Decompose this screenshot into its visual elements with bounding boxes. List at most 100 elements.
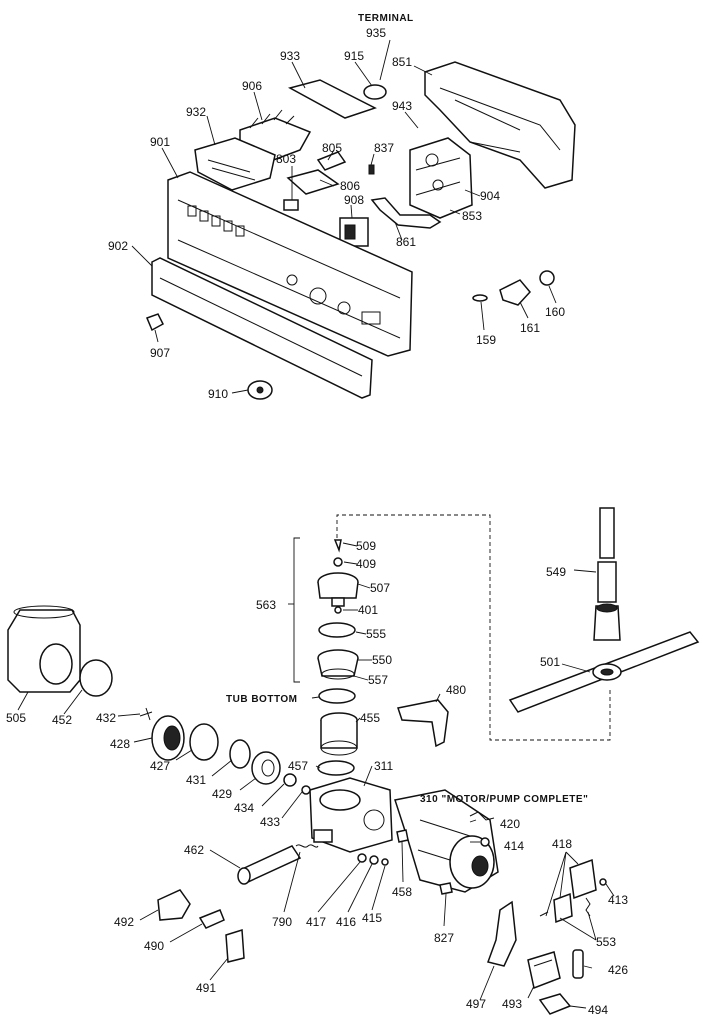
part-505-housing [7,605,81,693]
label-452: 452 [52,713,72,727]
part-806-plate [286,169,340,195]
part-907 [146,313,164,332]
part-452-clamp [79,659,113,697]
part-837 [368,164,375,175]
label-431: 431 [186,773,206,787]
label-806: 806 [340,179,360,193]
label-853: 853 [462,209,482,223]
label-557: 557 [368,673,388,687]
pump-motor-assembly [7,507,700,1015]
label-415: 415 [362,911,382,925]
part-415 [381,858,389,866]
label-827: 827 [434,931,454,945]
part-507-hub [317,572,359,607]
part-414 [480,837,490,847]
label-901: 901 [150,135,170,149]
label-433: 433 [260,815,280,829]
label-491: 491 [196,981,216,995]
label-907: 907 [150,346,170,360]
label-427: 427 [150,759,170,773]
part-490 [198,909,225,929]
label-490: 490 [144,939,164,953]
label-790: 790 [272,915,292,929]
label-160: 160 [545,305,565,319]
label-553: 553 [596,935,616,949]
label-549: 549 [546,565,566,579]
part-401 [334,606,342,614]
part-497 [487,900,517,967]
label-310-motor-pump: 310 "MOTOR/PUMP COMPLETE" [420,794,588,805]
label-509: 509 [356,539,376,553]
part-462-hose [237,845,302,885]
part-901-control-panel [167,171,413,357]
label-455: 455 [360,711,380,725]
part-160 [539,270,555,286]
label-501: 501 [540,655,560,669]
alignment-dash [336,514,611,741]
part-457-clamp [317,760,355,776]
part-915-terminal [363,84,387,100]
label-409: 409 [356,557,376,571]
part-429 [251,751,281,785]
part-493 [527,951,561,990]
label-497: 497 [466,997,486,1011]
part-790-spring [295,844,319,848]
part-492 [157,889,191,921]
label-851: 851 [392,55,412,69]
label-413: 413 [608,893,628,907]
part-491 [225,929,245,963]
part-310-motor [394,789,499,893]
label-434: 434 [234,801,254,815]
part-161 [499,279,531,306]
part-550-collar [317,649,359,677]
label-417: 417 [306,915,326,929]
label-902: 902 [108,239,128,253]
label-555: 555 [366,627,386,641]
part-311-pump-body [309,777,393,853]
part-409 [333,557,343,567]
label-932: 932 [186,105,206,119]
label-480: 480 [446,683,466,697]
part-431 [229,739,251,769]
label-861: 861 [396,235,416,249]
part-159 [472,294,488,302]
label-terminal: TERMINAL [358,13,414,24]
part-933-plate [287,79,377,119]
part-413 [599,878,607,886]
label-507: 507 [370,581,390,595]
part-417 [357,853,367,863]
part-827 [439,882,453,895]
label-906: 906 [242,79,262,93]
label-tub-bottom: TUB BOTTOM [226,694,297,705]
part-455-housing [320,712,358,756]
label-426: 426 [608,963,628,977]
part-803 [283,199,299,211]
part-861-harness [370,197,442,229]
part-509 [333,539,342,553]
label-494: 494 [588,1003,608,1017]
label-159: 159 [476,333,496,347]
part-480-shield [397,699,449,748]
label-550: 550 [372,653,392,667]
label-457: 457 [288,759,308,773]
part-549-spray-tube [593,507,621,641]
part-416 [369,855,379,865]
part-904-timer [409,137,473,219]
label-837: 837 [374,141,394,155]
lower-leader-lines [17,542,615,1009]
part-labels: TERMINAL 935 933 915 851 906 932 943 901… [6,13,628,1017]
label-505: 505 [6,711,26,725]
part-851-bracket [424,61,576,189]
bracket-563 [293,537,300,683]
control-panel-assembly [146,61,576,400]
label-933: 933 [280,49,300,63]
part-932-switch-block [194,137,276,191]
label-910: 910 [208,387,228,401]
part-432 [139,707,153,721]
label-803: 803 [276,152,296,166]
part-557-seal [321,668,355,680]
label-462: 462 [184,843,204,857]
label-401: 401 [358,603,378,617]
